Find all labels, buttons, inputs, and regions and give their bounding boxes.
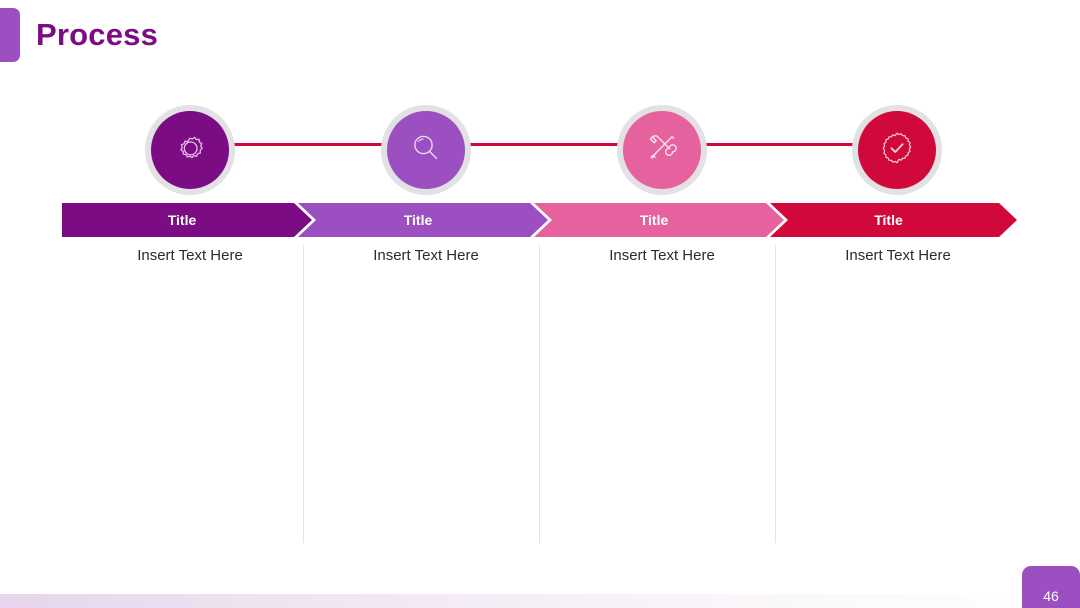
arrow-segment-label-1: Title: [167, 212, 197, 228]
magnifier-icon: [406, 128, 446, 173]
step-icon-disc-4: [858, 111, 936, 189]
step-body-text-4: Insert Text Here: [845, 247, 951, 264]
step-icon-disc-2: [387, 111, 465, 189]
column-divider-2: [539, 245, 540, 543]
arrow-segment-3[interactable]: Title: [534, 203, 784, 237]
step-icon-circle-4[interactable]: [852, 105, 942, 195]
page-title: Process: [36, 17, 159, 52]
step-icon-circle-3[interactable]: [617, 105, 707, 195]
gear-icon: [170, 128, 210, 173]
step-icon-disc-3: [623, 111, 701, 189]
column-divider-3: [775, 245, 776, 543]
column-divider-1: [303, 245, 304, 543]
arrow-segment-label-2: Title: [403, 212, 433, 228]
title-accent-bar: [0, 8, 20, 62]
check-badge-icon: [876, 127, 918, 174]
step-icon-disc-1: [151, 111, 229, 189]
tools-icon: [641, 127, 683, 174]
process-arrow-band: Title Title Title Title: [62, 203, 1017, 237]
arrow-segment-4[interactable]: Title: [770, 203, 1017, 237]
step-connector-line: [185, 143, 895, 146]
step-body-text-1: Insert Text Here: [137, 247, 243, 264]
arrow-segment-label-4: Title: [874, 212, 903, 228]
arrow-segment-2[interactable]: Title: [298, 203, 548, 237]
page-number-badge: 46: [1022, 566, 1080, 608]
footer-bar: [0, 594, 1080, 608]
arrow-segment-label-3: Title: [639, 212, 669, 228]
arrow-segment-1[interactable]: Title: [62, 203, 312, 237]
step-body-text-2: Insert Text Here: [373, 247, 479, 264]
step-icon-circle-2[interactable]: [381, 105, 471, 195]
step-icon-circle-1[interactable]: [145, 105, 235, 195]
step-body-text-3: Insert Text Here: [609, 247, 715, 264]
